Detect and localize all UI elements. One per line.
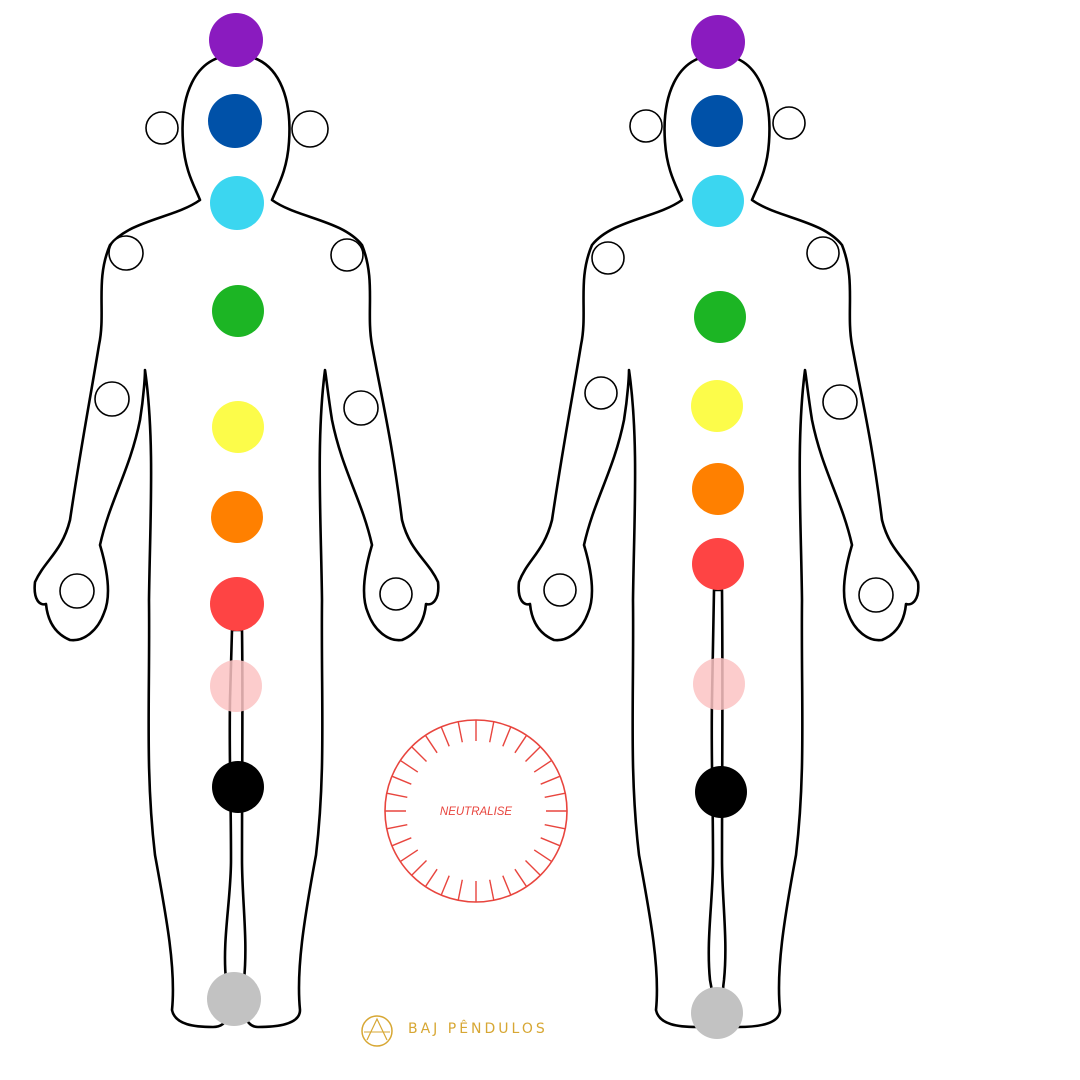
- chakra-throat: [692, 175, 744, 227]
- neutraliser-tick: [533, 759, 553, 773]
- neutraliser-tick: [399, 849, 419, 863]
- hand-marker-left: [543, 573, 577, 607]
- neutraliser-ticks: [385, 720, 567, 902]
- neutraliser-tick: [391, 775, 412, 785]
- neutraliser-tick: [399, 759, 419, 773]
- chakra-heart: [212, 285, 264, 337]
- chakra-crown: [691, 15, 745, 69]
- neutraliser-tick: [514, 734, 528, 754]
- chakra-solar-plexus: [212, 401, 264, 453]
- body-outline: [517, 53, 920, 1029]
- elbow-marker-left: [94, 381, 130, 417]
- neutraliser-tick: [386, 792, 408, 798]
- elbow-marker-right: [822, 384, 858, 420]
- chakra-earth-star: [691, 987, 743, 1039]
- neutraliser-tick: [424, 868, 438, 888]
- ear-marker-left: [629, 109, 663, 143]
- chakra-sacral: [692, 463, 744, 515]
- figure-left: [33, 13, 440, 1029]
- neutraliser-tick: [391, 837, 412, 847]
- elbow-marker-left: [584, 376, 618, 410]
- elbow-marker-right: [343, 390, 379, 426]
- neutraliser-label: NEUTRALISE: [440, 806, 513, 818]
- chakra-sacral: [211, 491, 263, 543]
- chakra-knee: [212, 761, 264, 813]
- shoulder-marker-left: [591, 241, 625, 275]
- chakra-knee: [695, 766, 747, 818]
- hand-marker-left: [59, 573, 95, 609]
- neutraliser-tick: [411, 746, 427, 762]
- shoulder-marker-right: [330, 238, 364, 272]
- neutraliser-tick: [533, 849, 553, 863]
- neutraliser-tick: [489, 721, 495, 743]
- neutraliser-tick: [502, 726, 512, 747]
- chakra-root-secondary: [210, 660, 262, 712]
- chakra-throat: [210, 176, 264, 230]
- chakra-solar-plexus: [691, 380, 743, 432]
- neutraliser-tick: [540, 775, 561, 785]
- neutraliser-tick: [525, 860, 541, 876]
- neutraliser-tick: [544, 824, 566, 830]
- neutraliser-tick: [457, 879, 463, 901]
- shoulder-marker-right: [806, 236, 840, 270]
- brand-footer: BAJ PÊNDULOS: [361, 1015, 548, 1047]
- brand-logo: [361, 1015, 393, 1047]
- hand-marker-right: [858, 577, 894, 613]
- neutraliser-tick: [424, 734, 438, 754]
- figure-right: [517, 15, 920, 1039]
- chakra-third-eye: [208, 94, 262, 148]
- neutraliser-tick: [525, 746, 541, 762]
- chakra-root-secondary: [693, 658, 745, 710]
- shoulder-marker-left: [108, 235, 144, 271]
- neutraliser-tick: [514, 868, 528, 888]
- neutraliser-tick: [544, 792, 566, 798]
- neutraliser-tick: [440, 726, 450, 747]
- chakra-crown: [209, 13, 263, 67]
- ear-marker-right: [772, 106, 806, 140]
- neutraliser-tick: [540, 837, 561, 847]
- chakra-root: [210, 577, 264, 631]
- neutraliser-tick: [411, 860, 427, 876]
- ear-marker-right: [291, 110, 329, 148]
- chakra-root: [692, 538, 744, 590]
- neutraliser-tick: [457, 721, 463, 743]
- chakra-heart: [694, 291, 746, 343]
- neutraliser-tick: [502, 875, 512, 896]
- neutraliser-tick: [440, 875, 450, 896]
- chakra-third-eye: [691, 95, 743, 147]
- neutraliser-tick: [386, 824, 408, 830]
- neutraliser-tick: [489, 879, 495, 901]
- neutraliser-dial: NEUTRALISE: [384, 719, 568, 903]
- ear-marker-left: [145, 111, 179, 145]
- brand-name: BAJ PÊNDULOS: [408, 1019, 548, 1037]
- chakra-earth-star: [207, 972, 261, 1026]
- hand-marker-right: [379, 577, 413, 611]
